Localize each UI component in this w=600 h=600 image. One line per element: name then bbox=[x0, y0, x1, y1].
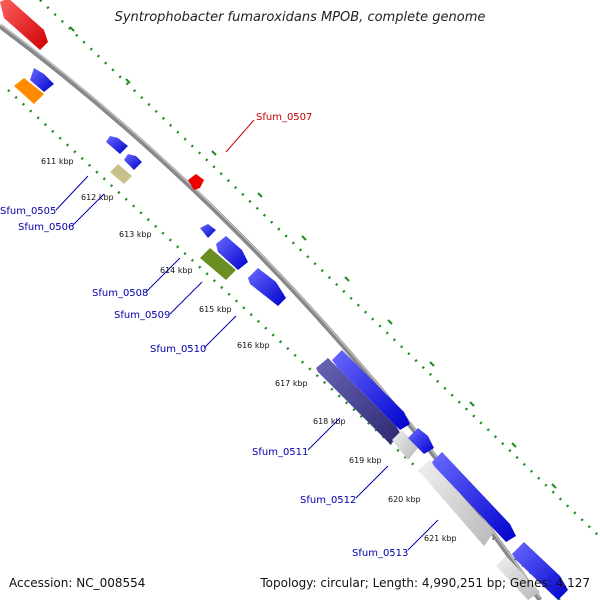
gene-label-sfum-0506[interactable]: Sfum_0506 bbox=[18, 222, 74, 233]
outer-dotted-track bbox=[39, 0, 600, 538]
leader-lines bbox=[55, 119, 439, 551]
gene-label-sfum-0510[interactable]: Sfum_0510 bbox=[150, 344, 206, 355]
gene-label-sfum-0511[interactable]: Sfum_0511 bbox=[252, 447, 308, 458]
gene-grey-0511[interactable] bbox=[392, 430, 418, 460]
tick-label: 621 kbp bbox=[424, 534, 457, 543]
gene-blue-0508[interactable] bbox=[216, 236, 248, 270]
tick-label: 612 kbp bbox=[81, 193, 114, 202]
tick-label: 613 kbp bbox=[119, 230, 152, 239]
gene-red-top[interactable] bbox=[0, 0, 48, 50]
gene-blue-0511[interactable] bbox=[332, 350, 410, 430]
gene-label-sfum-0512[interactable]: Sfum_0512 bbox=[300, 495, 356, 506]
gene-purple-0511[interactable] bbox=[316, 358, 402, 444]
gene-label-sfum-0508[interactable]: Sfum_0508 bbox=[92, 288, 148, 299]
tick-label: 620 kbp bbox=[388, 495, 421, 504]
gene-label-sfum-0513[interactable]: Sfum_0513 bbox=[352, 548, 408, 559]
tick-label: 616 kbp bbox=[237, 341, 270, 350]
gene-khaki-0506[interactable] bbox=[110, 164, 132, 184]
gene-label-sfum-0505[interactable]: Sfum_0505 bbox=[0, 206, 56, 217]
gene-blue-0513[interactable] bbox=[432, 452, 516, 542]
gene-blue-small[interactable] bbox=[200, 224, 216, 238]
gene-blue-0505[interactable] bbox=[106, 136, 128, 154]
outer-tick-marks bbox=[69, 26, 557, 489]
tick-label: 619 kbp bbox=[349, 456, 382, 465]
gene-blue-0510[interactable] bbox=[248, 268, 286, 306]
gene-blue-bottom[interactable] bbox=[512, 542, 568, 600]
gene-orange[interactable] bbox=[14, 78, 44, 104]
tick-label: 615 kbp bbox=[199, 305, 232, 314]
tick-label: 611 kbp bbox=[41, 157, 74, 166]
tick-label: 617 kbp bbox=[275, 379, 308, 388]
gene-blue-0512[interactable] bbox=[408, 428, 434, 454]
tick-label: 618 kbp bbox=[313, 417, 346, 426]
gene-blue-0504[interactable] bbox=[30, 68, 54, 92]
gene-red-0507[interactable] bbox=[188, 174, 204, 190]
gene-label-sfum-0507[interactable]: Sfum_0507 bbox=[256, 112, 312, 123]
gene-label-sfum-0509[interactable]: Sfum_0509 bbox=[114, 310, 170, 321]
gene-blue-0505b[interactable] bbox=[124, 154, 142, 170]
gene-olive-0509[interactable] bbox=[200, 248, 236, 280]
genome-title: Syntrophobacter fumaroxidans MPOB, compl… bbox=[114, 10, 486, 25]
genome-summary: Topology: circular; Length: 4,990,251 bp… bbox=[260, 576, 590, 590]
tick-label: 614 kbp bbox=[160, 266, 193, 275]
accession-label: Accession: NC_008554 bbox=[9, 576, 146, 590]
gene-grey-0512[interactable] bbox=[418, 460, 494, 546]
gene-grey-bottom[interactable] bbox=[496, 556, 540, 600]
